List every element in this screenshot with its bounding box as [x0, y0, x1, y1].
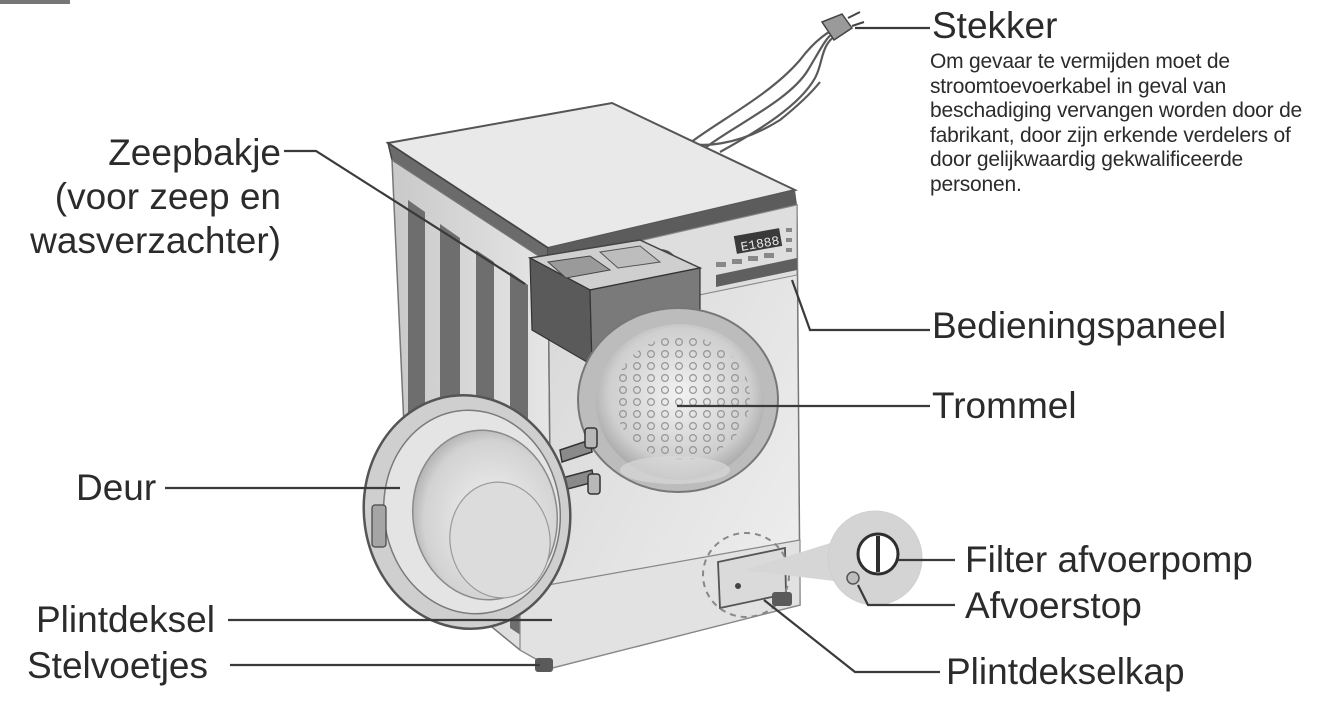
- label-filter-afvoerpomp: Filter afvoerpomp: [965, 540, 1253, 580]
- label-zeepbakje-line3: wasverzachter): [0, 219, 281, 263]
- label-zeepbakje-line2: (voor zeep en: [0, 175, 281, 219]
- drain-plug-icon: [847, 572, 859, 584]
- plug-icon: [822, 12, 864, 40]
- label-stekker-note: Om gevaar te vermijden moet de stroomtoe…: [930, 50, 1310, 197]
- power-cord: [676, 28, 845, 152]
- label-bedieningspaneel: Bedieningspaneel: [932, 306, 1226, 346]
- label-zeepbakje: Zeepbakje (voor zeep en wasverzachter): [0, 131, 281, 263]
- label-stekker: Stekker: [932, 6, 1057, 46]
- label-plintdekselkap: Plintdekselkap: [946, 652, 1185, 692]
- door-handle: [372, 505, 386, 547]
- label-trommel: Trommel: [932, 386, 1077, 426]
- label-afvoerstop: Afvoerstop: [965, 586, 1142, 626]
- label-deur: Deur: [76, 468, 156, 508]
- label-zeepbakje-line1: Zeepbakje: [0, 131, 281, 175]
- label-stelvoetjes: Stelvoetjes: [27, 646, 208, 686]
- label-plintdeksel: Plintdeksel: [36, 600, 215, 640]
